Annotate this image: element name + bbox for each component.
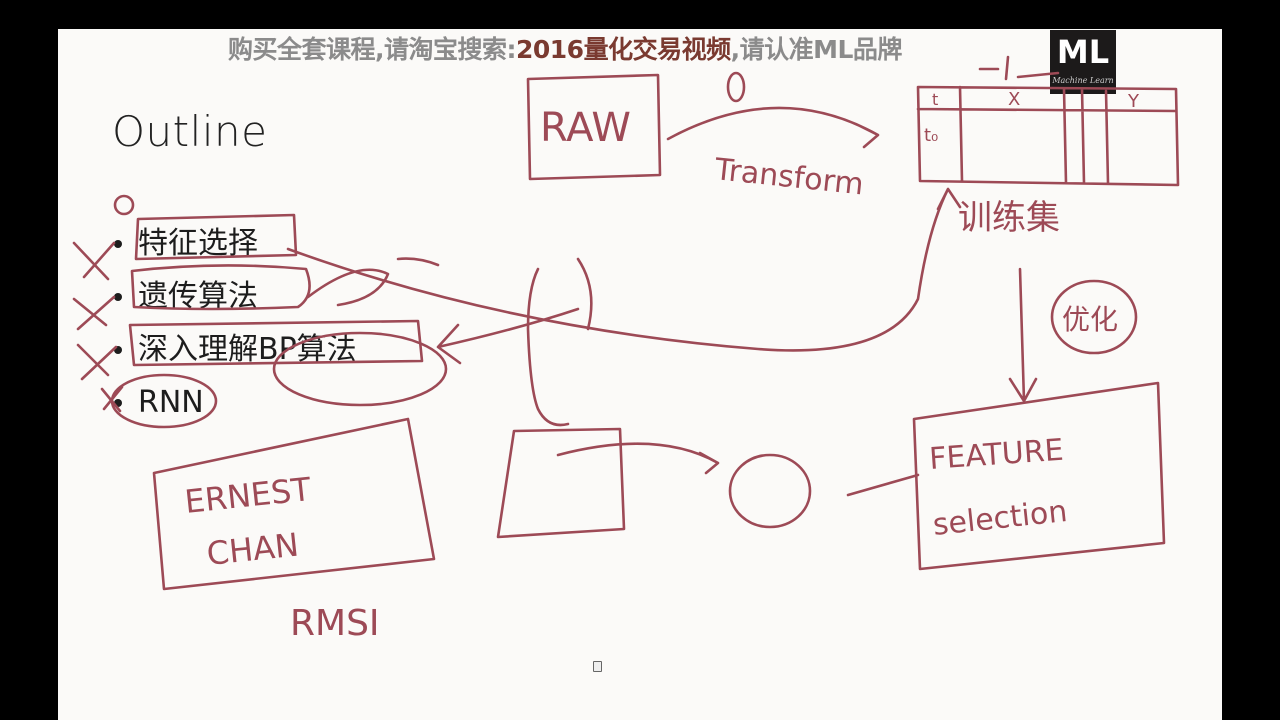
ernest-line2: CHAN: [205, 526, 301, 573]
watermark-text-2: 2016量化交易视频: [516, 35, 731, 64]
optimize-label: 优化: [1062, 303, 1118, 336]
rmsi-label: RMSI: [290, 603, 380, 644]
optimize-circle: [1050, 279, 1138, 355]
arrow-to-bp: [436, 307, 580, 365]
bullet-dot-icon: [114, 239, 122, 248]
bullet-dot-icon: [114, 345, 122, 354]
feature-line2: selection: [931, 494, 1069, 543]
circle-bp: [272, 331, 448, 407]
box-feature-selection: [134, 213, 298, 261]
outline-item-label: RNN: [138, 385, 204, 420]
transform-arrow: [666, 106, 880, 149]
box-bp-algo: [128, 319, 424, 367]
mouse-cursor-icon: [593, 661, 602, 672]
watermark-text-1: 购买全套课程,请淘宝搜索:: [228, 35, 517, 64]
ml-logo: ML Machine Learn: [1050, 30, 1116, 94]
outline-item: RNN: [114, 376, 357, 429]
down-arrow: [1008, 267, 1038, 403]
table-col-y: Y: [1127, 91, 1140, 112]
red-dot: [113, 194, 135, 216]
logo-tagline: Machine Learn: [1052, 76, 1114, 85]
middle-box: [496, 427, 626, 539]
logo-text: ML: [1056, 33, 1110, 71]
vertical-loop: [526, 257, 593, 427]
train-set-label: 训练集: [958, 198, 1060, 238]
raw-box: [526, 73, 662, 181]
middle-to-feature: [846, 473, 920, 497]
feature-box: [912, 381, 1166, 571]
watermark-text-3: ,请认准: [730, 35, 814, 64]
watermark-text-4: ML品牌: [813, 35, 902, 64]
table-col-t: t: [932, 90, 938, 109]
transform-hint-icon: [726, 71, 746, 103]
box-genetic-algo: [130, 264, 311, 311]
table-row-t0: t₀: [924, 125, 938, 146]
slide-title: Outline: [112, 107, 268, 156]
ernest-box: [152, 417, 436, 591]
middle-arrow: [556, 442, 720, 475]
bullet-dot-icon: [114, 292, 122, 301]
ink-annotation-layer: RAW Transform t X Y t₀ 训练集 优化 ERNEST CHA…: [72, 55, 1180, 644]
table-top-arrows: [978, 55, 1060, 81]
table-col-x: X: [1008, 89, 1020, 110]
leaf-marks: [306, 257, 440, 307]
circle-rnn: [110, 373, 218, 429]
middle-circle: [728, 453, 812, 529]
watermark-banner: 购买全套课程,请淘宝搜索:2016量化交易视频,请认准ML品牌: [228, 30, 902, 66]
bullet-dot-icon: [114, 398, 122, 407]
transform-label: Transform: [712, 152, 865, 203]
cross-marks: [72, 241, 124, 413]
slide-canvas: 购买全套课程,请淘宝搜索:2016量化交易视频,请认准ML品牌 ML Machi…: [58, 29, 1222, 720]
ernest-line1: ERNEST: [183, 470, 313, 521]
train-set-arrow: [286, 187, 962, 352]
table-outline: [916, 85, 1180, 187]
feature-line1: FEATURE: [928, 433, 1065, 477]
raw-label: RAW: [540, 105, 631, 151]
